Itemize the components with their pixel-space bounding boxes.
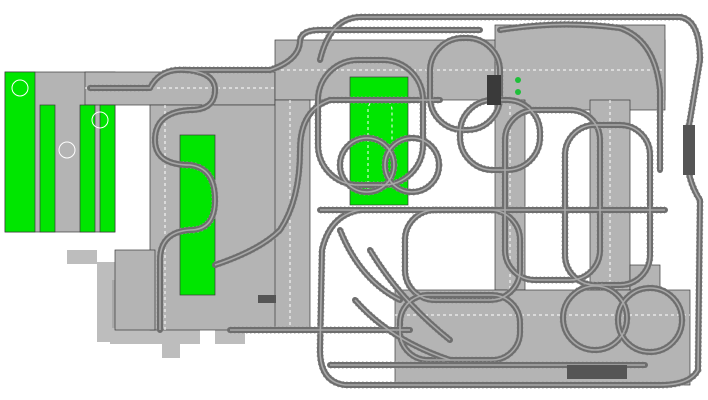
green-plate <box>4 71 36 233</box>
train-tracks <box>87 13 704 389</box>
track-rail <box>399 294 521 361</box>
track-rail <box>562 285 628 351</box>
train-icon <box>683 125 695 175</box>
track-rail <box>339 229 451 361</box>
station-icon <box>487 75 501 105</box>
shadow-block <box>97 262 115 342</box>
track-rail <box>499 23 661 170</box>
baseplate-lower-left <box>114 249 156 331</box>
shadow-block <box>110 328 200 344</box>
roundabout <box>11 79 29 97</box>
baseplate-bottom <box>394 289 691 386</box>
track-rail <box>384 137 440 193</box>
roundabout <box>91 111 109 129</box>
green-plate <box>99 104 116 233</box>
track-rail <box>319 16 701 386</box>
shadow-block <box>215 330 245 344</box>
green-plate <box>79 104 96 233</box>
train-icon <box>567 365 627 379</box>
train-icon <box>258 295 276 303</box>
roundabout <box>58 141 76 159</box>
signal-icon <box>515 77 521 83</box>
details <box>258 75 695 379</box>
track-rail <box>564 124 651 286</box>
green-plate <box>39 104 56 233</box>
track-rail <box>185 29 480 71</box>
green-plate <box>179 134 216 296</box>
shadow-block <box>67 250 97 264</box>
baseplates <box>4 24 691 386</box>
track-rail <box>317 59 424 186</box>
track-rail <box>617 287 683 353</box>
shadow-block <box>162 344 180 358</box>
track-rail <box>339 137 395 193</box>
track-rail <box>90 69 216 330</box>
signal-icon <box>515 89 521 95</box>
baseplate-left-column <box>274 99 311 331</box>
track-rail <box>504 109 601 281</box>
track-rail <box>214 99 440 266</box>
